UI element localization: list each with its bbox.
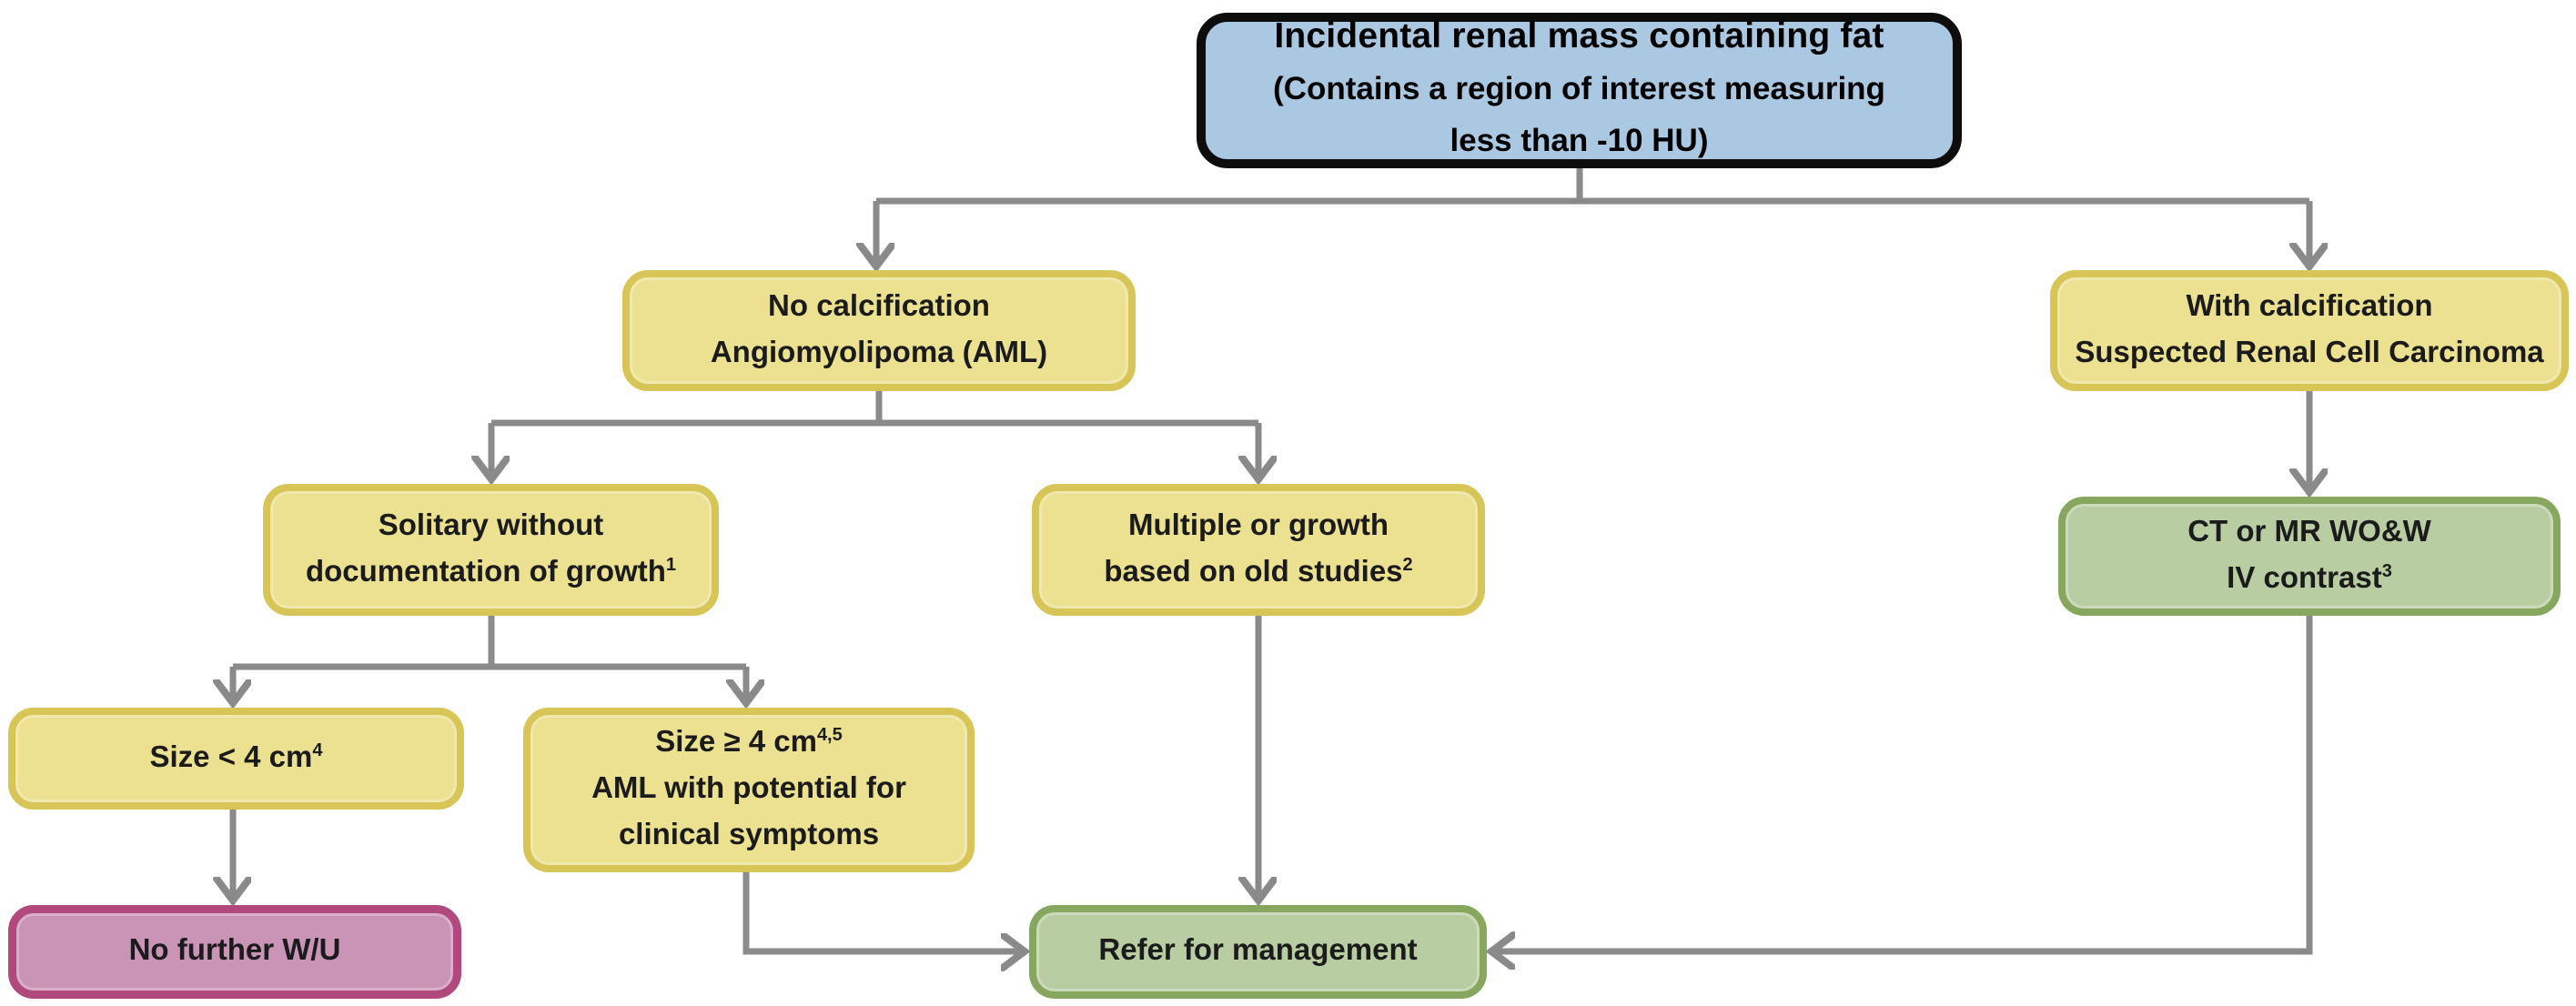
node-line-text: No further W/U	[128, 932, 341, 966]
node-line-text: documentation of growth1	[305, 553, 677, 588]
node-size-lt-4cm: Size < 4 cm4	[8, 708, 464, 810]
node-line-text: Size ≥ 4 cm4,5	[655, 724, 843, 758]
node-no-further-wu: No further W/U	[8, 905, 461, 999]
node-no-calcification-aml: No calcification Angiomyolipoma (AML)	[622, 270, 1136, 391]
node-line-text: based on old studies2	[1104, 553, 1413, 588]
node-line-text: No calcification	[768, 287, 990, 322]
node-line-text: Angiomyolipoma (AML)	[710, 334, 1048, 368]
node-line-text: Size < 4 cm4	[149, 739, 323, 773]
node-line-text: AML with potential for	[591, 770, 906, 804]
node-line-text: Solitary without	[378, 507, 604, 541]
node-incidental-renal-mass: Incidental renal mass containing fat (Co…	[1197, 13, 1962, 168]
node-size-ge-4cm: Size ≥ 4 cm4,5 AML with potential for cl…	[523, 708, 975, 872]
node-line-text: Refer for management	[1098, 932, 1418, 966]
node-line-text: With calcification	[2186, 287, 2433, 322]
node-line-text: less than -10 HU)	[1450, 122, 1709, 158]
node-with-calcification-rcc: With calcification Suspected Renal Cell …	[2050, 270, 2569, 391]
node-line-text: IV contrast3	[2227, 559, 2392, 594]
edge-ctmr-to-refer	[1491, 616, 2313, 951]
node-line-text: Multiple or growth	[1128, 507, 1389, 541]
node-line-text: Incidental renal mass containing fat	[1274, 15, 1884, 55]
node-line-text: CT or MR WO&W	[2187, 513, 2431, 548]
edge-size-ge-to-refer	[742, 872, 1025, 951]
node-line-text: (Contains a region of interest measuring	[1273, 70, 1885, 106]
node-line-text: Suspected Renal Cell Carcinoma	[2075, 334, 2544, 368]
node-ct-mr-wow-iv-contrast: CT or MR WO&W IV contrast3	[2058, 497, 2561, 616]
node-solitary-without-growth: Solitary without documentation of growth…	[263, 484, 719, 616]
node-multiple-or-growth: Multiple or growth based on old studies2	[1032, 484, 1485, 616]
node-refer-for-management: Refer for management	[1029, 905, 1487, 999]
node-line-text: clinical symptoms	[618, 817, 880, 850]
